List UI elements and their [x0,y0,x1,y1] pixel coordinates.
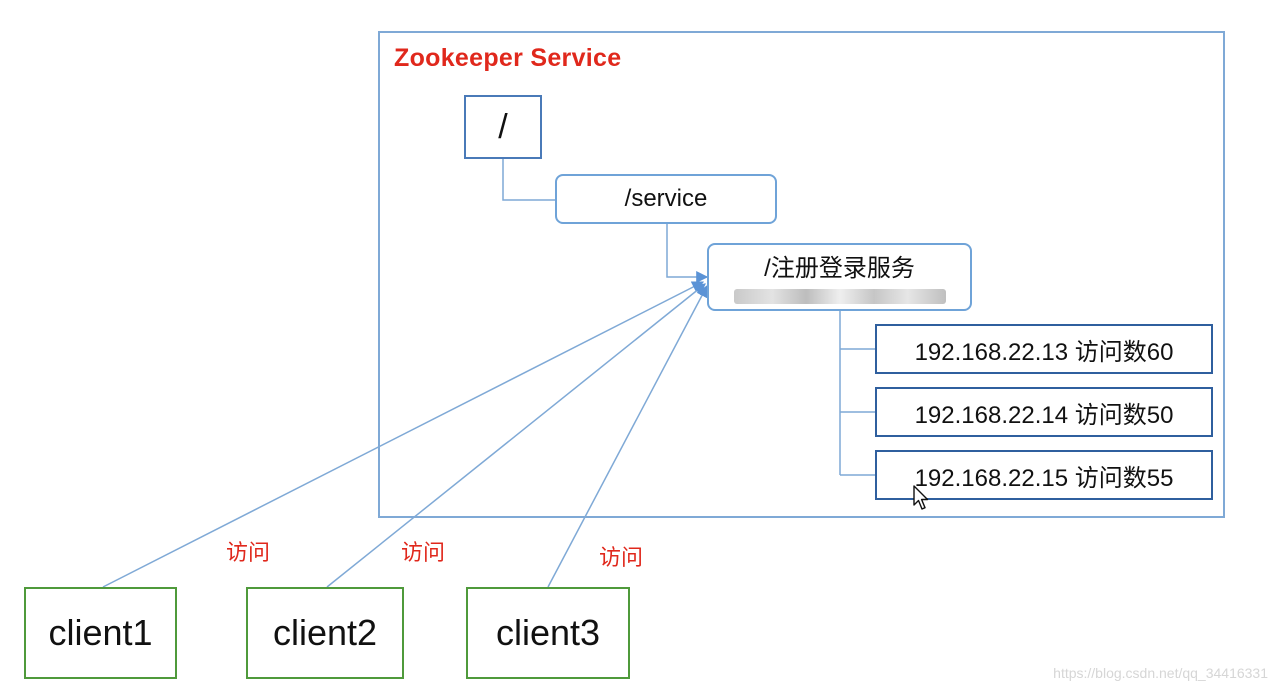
client3-box: client3 [466,587,630,679]
access-label-2: 访问 [401,541,446,566]
client2-box: client2 [246,587,404,679]
redacted-url-blur [733,288,946,304]
server-node-2: 192.168.22.14 访问数50 [875,387,1213,437]
access-line-client1 [102,281,705,588]
mouse-pointer-icon [913,485,929,510]
zookeeper-service-frame [378,31,1225,518]
register-service-label: /注册登录服务 [764,254,915,282]
service-node: /service [555,174,777,224]
server-node-3: 192.168.22.15 访问数55 [875,450,1213,500]
access-label-3: 访问 [599,546,644,571]
server-node-1: 192.168.22.13 访问数60 [875,324,1213,374]
root-node: / [464,95,542,159]
client1-box: client1 [24,587,177,679]
service-title: Zookeeper Service [394,44,622,72]
connector-service-register [666,224,709,283]
watermark: https://blog.csdn.net/qq_34416331 [1053,665,1268,681]
access-line-client2 [326,283,706,588]
connector-root-service [502,159,555,201]
access-line-client3 [547,284,708,588]
access-label-1: 访问 [226,541,271,566]
register-service-node: /注册登录服务 [707,243,972,311]
